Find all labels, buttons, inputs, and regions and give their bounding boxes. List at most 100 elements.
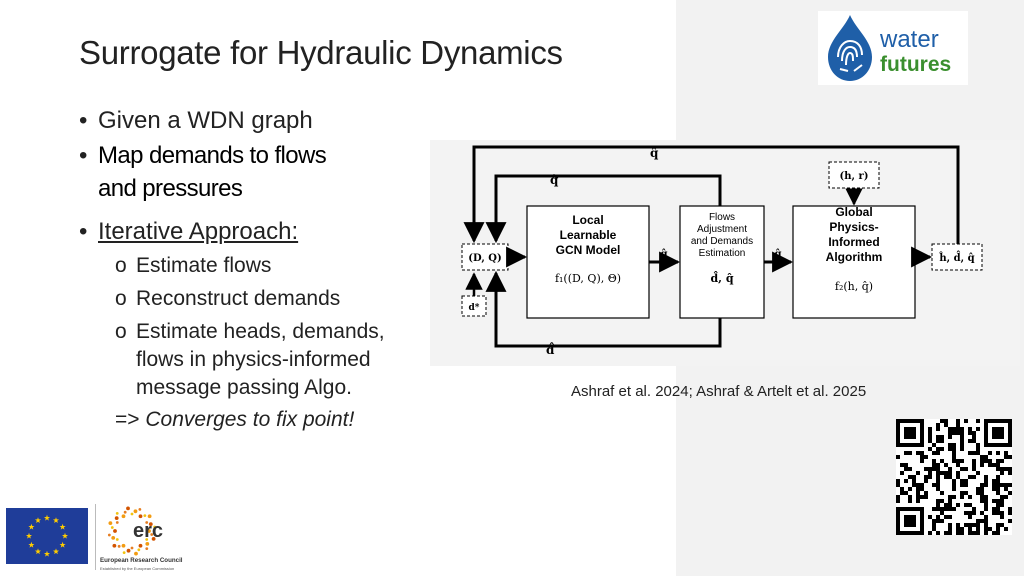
adjust-line: Adjustment — [697, 224, 747, 235]
gcn-line: Local — [572, 213, 603, 227]
bullet-item: • Given a WDN graph — [79, 104, 439, 137]
erc-dot — [117, 544, 121, 548]
conclusion-prefix: => — [115, 408, 146, 431]
erc-dot — [112, 543, 117, 548]
erc-dot — [114, 516, 119, 521]
water-futures-logo: water futures — [818, 11, 968, 85]
subbullet-text-line: message passing Algo. — [136, 376, 352, 399]
eu-star-icon — [59, 523, 66, 530]
citation: Ashraf et al. 2024; Ashraf & Artelt et a… — [571, 383, 867, 400]
logo-water-word: water — [879, 26, 939, 53]
subbullet-text: Estimate heads, demands, flows in physic… — [136, 318, 385, 402]
adjust-box — [679, 205, 765, 319]
subbullet-text: Estimate flows — [136, 254, 272, 277]
erc-dot — [145, 541, 150, 546]
eu-star-icon — [34, 517, 42, 523]
erc-dot — [121, 543, 126, 548]
bullet-text: Iterative Approach: — [98, 218, 299, 245]
slide-title: Surrogate for Hydraulic Dynamics — [79, 34, 563, 71]
eu-star-icon — [52, 548, 60, 555]
qr-code[interactable] — [896, 419, 1012, 535]
subbullet-item: o Reconstruct demands — [115, 285, 439, 313]
bullet-item: • Iterative Approach: — [79, 215, 439, 248]
erc-dot — [123, 510, 127, 514]
erc-tagline: Established by the European Commission — [100, 566, 174, 571]
bullet-item: • Map demands to flows and pressures — [79, 139, 439, 205]
loop-bottom-label: d̂ — [546, 341, 555, 357]
subbullet-text-line: flows in physics-informed — [136, 348, 371, 371]
erc-dot — [145, 538, 149, 541]
output-label: ĥ, d̂, q̂ — [938, 251, 974, 264]
gcn-box — [526, 205, 650, 319]
bullet-marker: • — [79, 107, 88, 134]
edge-q2-label: q̂ — [775, 249, 782, 260]
adjust-formula: d̂, q̂ — [710, 271, 733, 285]
erc-dot — [130, 512, 134, 516]
eu-star-icon — [43, 514, 51, 521]
erc-dot — [122, 551, 126, 555]
conclusion-text: Converges to fix point! — [145, 408, 355, 431]
erc-dot — [115, 511, 119, 515]
input-dq-box — [461, 243, 509, 271]
loop-inner-top-arrow — [485, 174, 722, 244]
adjust-line: Flows — [709, 212, 735, 223]
erc-dot — [151, 536, 156, 541]
erc-letters: erc — [133, 520, 163, 542]
global-line: Physics- — [829, 220, 878, 234]
eu-star-icon — [28, 523, 35, 530]
input-d-label: d* — [469, 303, 480, 313]
eu-star-icon — [25, 532, 33, 539]
erc-dot — [107, 533, 111, 537]
bullet-marker: • — [79, 218, 88, 245]
erc-dot — [113, 529, 117, 533]
edge-q1-label: q̂ — [661, 249, 668, 260]
erc-name: European Research Council — [100, 557, 183, 564]
erc-dot — [110, 526, 114, 529]
erc-dot — [148, 522, 153, 527]
erc-dot — [134, 551, 138, 556]
erc-dot — [145, 547, 149, 551]
input-dq-label: (D, Q) — [468, 253, 501, 264]
global-box — [792, 205, 916, 319]
subbullet-marker: o — [115, 320, 127, 343]
adjust-line: Estimation — [699, 248, 746, 259]
loop-top-label: q̂ — [650, 146, 659, 160]
loop-bottom-arrow — [485, 270, 722, 348]
erc-dot — [147, 514, 152, 519]
subbullet-item: o Estimate flows — [115, 252, 439, 280]
eu-star-icon — [43, 550, 51, 557]
logo-divider — [95, 504, 96, 570]
bullet-text-line: Map demands to flows — [98, 142, 327, 169]
qr-code-icon — [896, 419, 1012, 535]
bullet-text-line: and pressures — [98, 175, 243, 202]
erc-dot — [138, 514, 143, 519]
erc-dot — [138, 507, 142, 511]
eu-star-icon — [61, 532, 69, 539]
gcn-line: Learnable — [560, 228, 617, 242]
hr-label: (h, r) — [840, 171, 869, 182]
conclusion: => Converges to fix point! — [115, 406, 439, 434]
erc-dot — [126, 548, 131, 553]
loop-inner-top-label: q̂ — [550, 173, 559, 187]
erc-dot — [150, 533, 154, 536]
erc-dot — [147, 529, 151, 533]
erc-dot — [130, 546, 134, 550]
subbullet-item: o Estimate heads, demands, flows in phys… — [115, 318, 439, 402]
logo-futures-word: futures — [880, 53, 951, 76]
bullet-list: • Given a WDN graph • Map demands to flo… — [79, 104, 439, 434]
eu-star-icon — [34, 548, 42, 555]
architecture-diagram: q̂ q̂ d̂ (D, Q) d* Local Learnable GCN M… — [430, 140, 1020, 366]
erc-dot — [115, 521, 119, 524]
gcn-formula: f₁((D, Q), Θ) — [555, 272, 621, 285]
erc-dot — [143, 514, 147, 518]
eu-star-icon — [59, 541, 66, 548]
global-line: Global — [835, 205, 872, 219]
erc-dot — [121, 514, 126, 519]
gcn-line: GCN Model — [556, 243, 621, 257]
erc-dot — [145, 521, 149, 524]
bullet-text: Given a WDN graph — [98, 107, 313, 134]
global-formula: f₂(h, q̂) — [835, 280, 873, 293]
erc-dot — [137, 548, 141, 552]
global-line: Informed — [828, 235, 879, 249]
erc-dot — [126, 506, 130, 511]
